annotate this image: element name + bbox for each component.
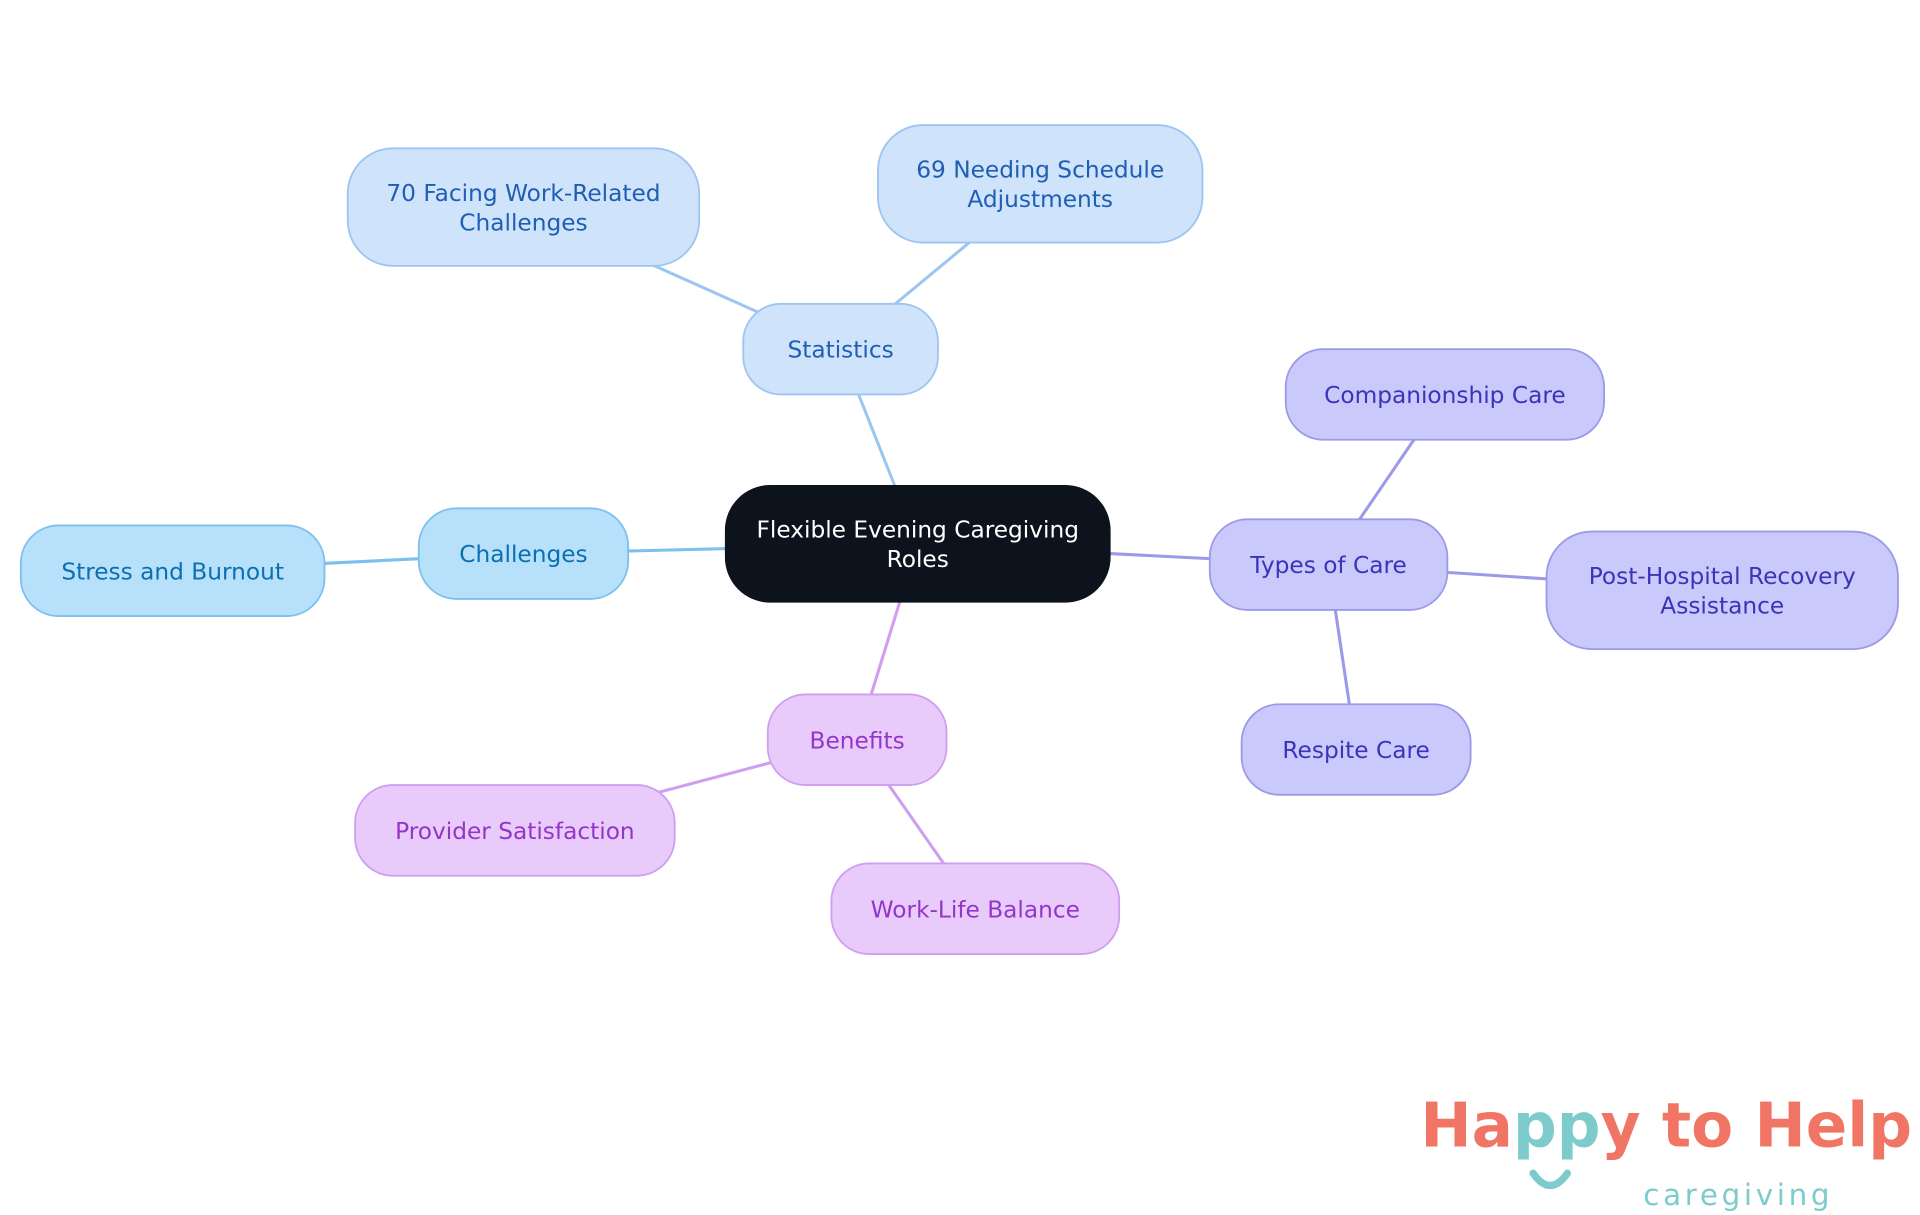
node-label: Companionship Care: [1324, 382, 1566, 409]
node-label: Provider Satisfaction: [395, 818, 635, 845]
leaf-node[interactable]: Work-Life Balance: [830, 862, 1121, 955]
node-label: Challenges: [459, 209, 587, 236]
branch-node-benefits[interactable]: Benefits: [766, 693, 948, 786]
node-label: Challenges: [459, 541, 587, 568]
node-label: Respite Care: [1282, 737, 1429, 764]
node-shape: [877, 124, 1204, 244]
node-shape: [1208, 518, 1449, 611]
logo-subtitle: caregiving: [1643, 1178, 1833, 1212]
node-label: Statistics: [787, 337, 893, 364]
node-label: Assistance: [1660, 593, 1784, 620]
node-label: 69 Needing Schedule: [916, 157, 1164, 184]
node-shape: [724, 485, 1111, 603]
leaf-node[interactable]: Companionship Care: [1284, 348, 1605, 441]
node-shape: [346, 147, 701, 267]
logo-wordmark: Happy to Help: [1420, 1090, 1912, 1161]
node-shape: [830, 862, 1121, 955]
node-label: Adjustments: [967, 186, 1113, 213]
logo: Happy to Help caregiving: [1420, 1090, 1912, 1212]
node-shape: [1284, 348, 1605, 441]
leaf-node[interactable]: Stress and Burnout: [19, 524, 326, 617]
branch-node-challenges[interactable]: Challenges: [417, 507, 630, 600]
node-label: Roles: [887, 546, 949, 573]
node-label: Stress and Burnout: [61, 558, 284, 585]
node-shape: [766, 693, 948, 786]
node-label: Post-Hospital Recovery: [1589, 563, 1856, 590]
node-shape: [1240, 703, 1472, 796]
branch-node-types-of-care[interactable]: Types of Care: [1208, 518, 1449, 611]
node-shape: [742, 302, 939, 396]
logo-smile-icon: [1529, 1169, 1572, 1190]
node-shape: [417, 507, 630, 600]
node-shape: [354, 784, 676, 877]
node-label: Flexible Evening Caregiving: [757, 517, 1079, 544]
node-label: Work-Life Balance: [871, 896, 1080, 923]
branch-node-statistics[interactable]: Statistics: [742, 302, 939, 396]
node-label: Benefits: [810, 727, 905, 754]
node-label: 70 Facing Work-Related: [386, 180, 660, 207]
leaf-node[interactable]: Provider Satisfaction: [354, 784, 676, 877]
leaf-node[interactable]: Respite Care: [1240, 703, 1472, 796]
node-label: Types of Care: [1249, 552, 1407, 579]
node-shape: [1545, 530, 1899, 651]
node-shape: [19, 524, 326, 617]
